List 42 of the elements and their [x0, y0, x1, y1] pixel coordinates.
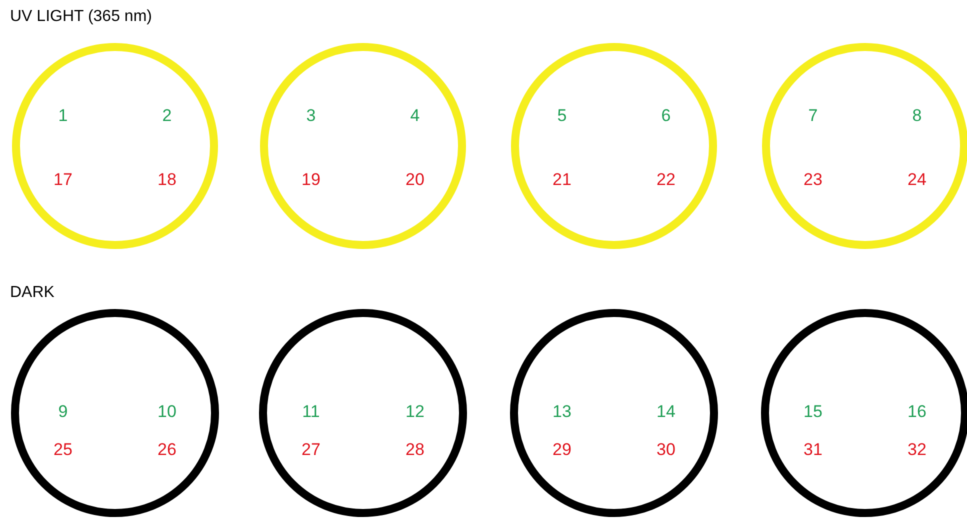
sample-number: 29 — [552, 440, 572, 460]
sample-number: 13 — [552, 402, 572, 422]
sample-number: 24 — [908, 170, 926, 190]
sample-number: 1 — [58, 106, 68, 126]
sample-number: 14 — [656, 402, 676, 422]
sample-number: 32 — [908, 440, 926, 460]
dish-circle — [11, 309, 219, 517]
sample-number: 30 — [656, 440, 676, 460]
dish-circle — [12, 43, 218, 249]
sample-number: 10 — [158, 402, 176, 422]
sample-number: 28 — [406, 440, 424, 460]
dish-circle — [762, 43, 967, 249]
sample-number: 4 — [410, 106, 420, 126]
section-heading: UV LIGHT (365 nm) — [10, 8, 152, 26]
sample-number: 25 — [54, 440, 72, 460]
sample-number: 17 — [54, 170, 72, 190]
sample-number: 12 — [406, 402, 424, 422]
section-heading: DARK — [10, 284, 54, 302]
sample-number: 11 — [302, 402, 320, 422]
sample-number: 20 — [406, 170, 424, 190]
sample-number: 5 — [557, 106, 567, 126]
sample-number: 23 — [804, 170, 822, 190]
sample-number: 16 — [908, 402, 926, 422]
sample-number: 18 — [158, 170, 176, 190]
sample-number: 26 — [158, 440, 176, 460]
sample-number: 6 — [661, 106, 671, 126]
dish-circle — [511, 43, 717, 249]
sample-number: 15 — [804, 402, 822, 422]
sample-number: 2 — [162, 106, 172, 126]
dish-circle — [259, 309, 467, 517]
sample-number: 22 — [656, 170, 676, 190]
sample-number: 3 — [306, 106, 316, 126]
sample-number: 21 — [552, 170, 572, 190]
sample-number: 31 — [804, 440, 822, 460]
dish-circle — [761, 309, 967, 517]
sample-number: 8 — [912, 106, 922, 126]
sample-number: 7 — [808, 106, 818, 126]
sample-number: 9 — [58, 402, 68, 422]
dish-circle — [260, 43, 466, 249]
sample-number: 19 — [302, 170, 320, 190]
dish-circle — [510, 309, 718, 517]
sample-number: 27 — [302, 440, 320, 460]
